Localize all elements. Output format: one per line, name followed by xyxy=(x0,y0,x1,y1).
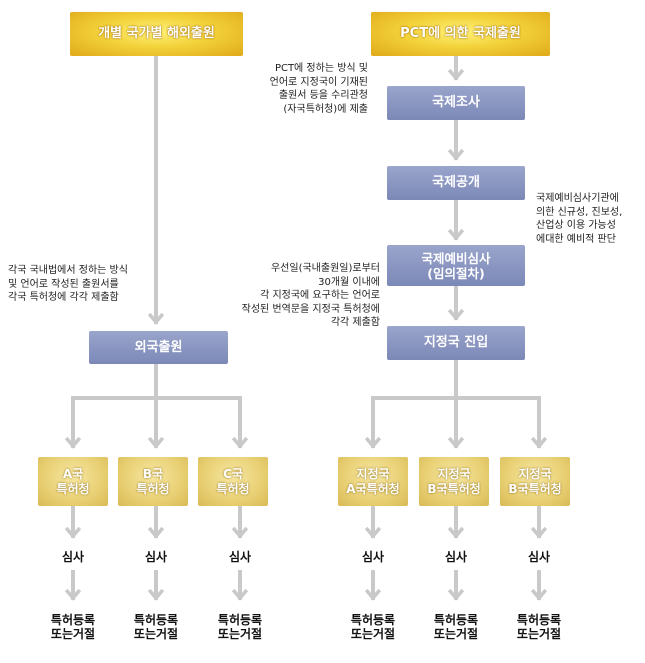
national-entry-box: 지정국 진입 xyxy=(387,326,525,360)
exam-label-c: 심사 xyxy=(228,549,252,564)
note-national-entry: 우선일(국내출원일)로부터 30개월 이내에 각 지정국에 요구하는 언어로 작… xyxy=(241,263,380,328)
exam-label-db1: 심사 xyxy=(444,549,468,564)
exam-label-db2: 심사 xyxy=(527,549,551,564)
exam-label-b: 심사 xyxy=(144,549,168,564)
result-label-db2: 특허등록 또는거절 xyxy=(516,612,562,641)
result-label-da: 특허등록 또는거절 xyxy=(350,612,396,641)
note-preliminary-exam: 국제예비심사기관에 의한 신규성, 진보성, 산업상 이용 가능성 에대한 예비… xyxy=(536,193,623,245)
note-foreign-filing: 각국 국내법에서 정하는 방식 및 언어로 작성된 출원서를 각국 특허청에 각… xyxy=(8,265,128,303)
office-b: B국 특허청 xyxy=(118,457,188,506)
note-pct-filing: PCT에 정하는 방식 및 언어로 지정국이 기재된 출원서 등을 수리관청 (… xyxy=(269,63,368,115)
result-label-b: 특허등록 또는거절 xyxy=(133,612,179,641)
international-publication-box: 국제공개 xyxy=(387,166,525,200)
result-label-c: 특허등록 또는거절 xyxy=(217,612,263,641)
office-c: C국 특허청 xyxy=(198,457,268,506)
foreign-filing-box: 외국출원 xyxy=(89,331,228,364)
pct-filing-header: PCT에 의한 국제출원 xyxy=(371,12,550,56)
result-label-db1: 특허등록 또는거절 xyxy=(433,612,479,641)
exam-label-a: 심사 xyxy=(61,549,85,564)
designated-office-b-1: 지정국 B국특허청 xyxy=(419,457,489,506)
result-label-a: 특허등록 또는거절 xyxy=(50,612,96,641)
international-preliminary-exam-box: 국제예비심사 (임의절차) xyxy=(387,245,525,286)
designated-office-b-2: 지정국 B국특허청 xyxy=(500,457,570,506)
designated-office-a: 지정국 A국특허청 xyxy=(338,457,408,506)
office-a: A국 특허청 xyxy=(38,457,108,506)
national-filing-header: 개별 국가별 해외출원 xyxy=(70,12,243,56)
international-search-box: 국제조사 xyxy=(387,86,525,120)
exam-label-da: 심사 xyxy=(361,549,385,564)
